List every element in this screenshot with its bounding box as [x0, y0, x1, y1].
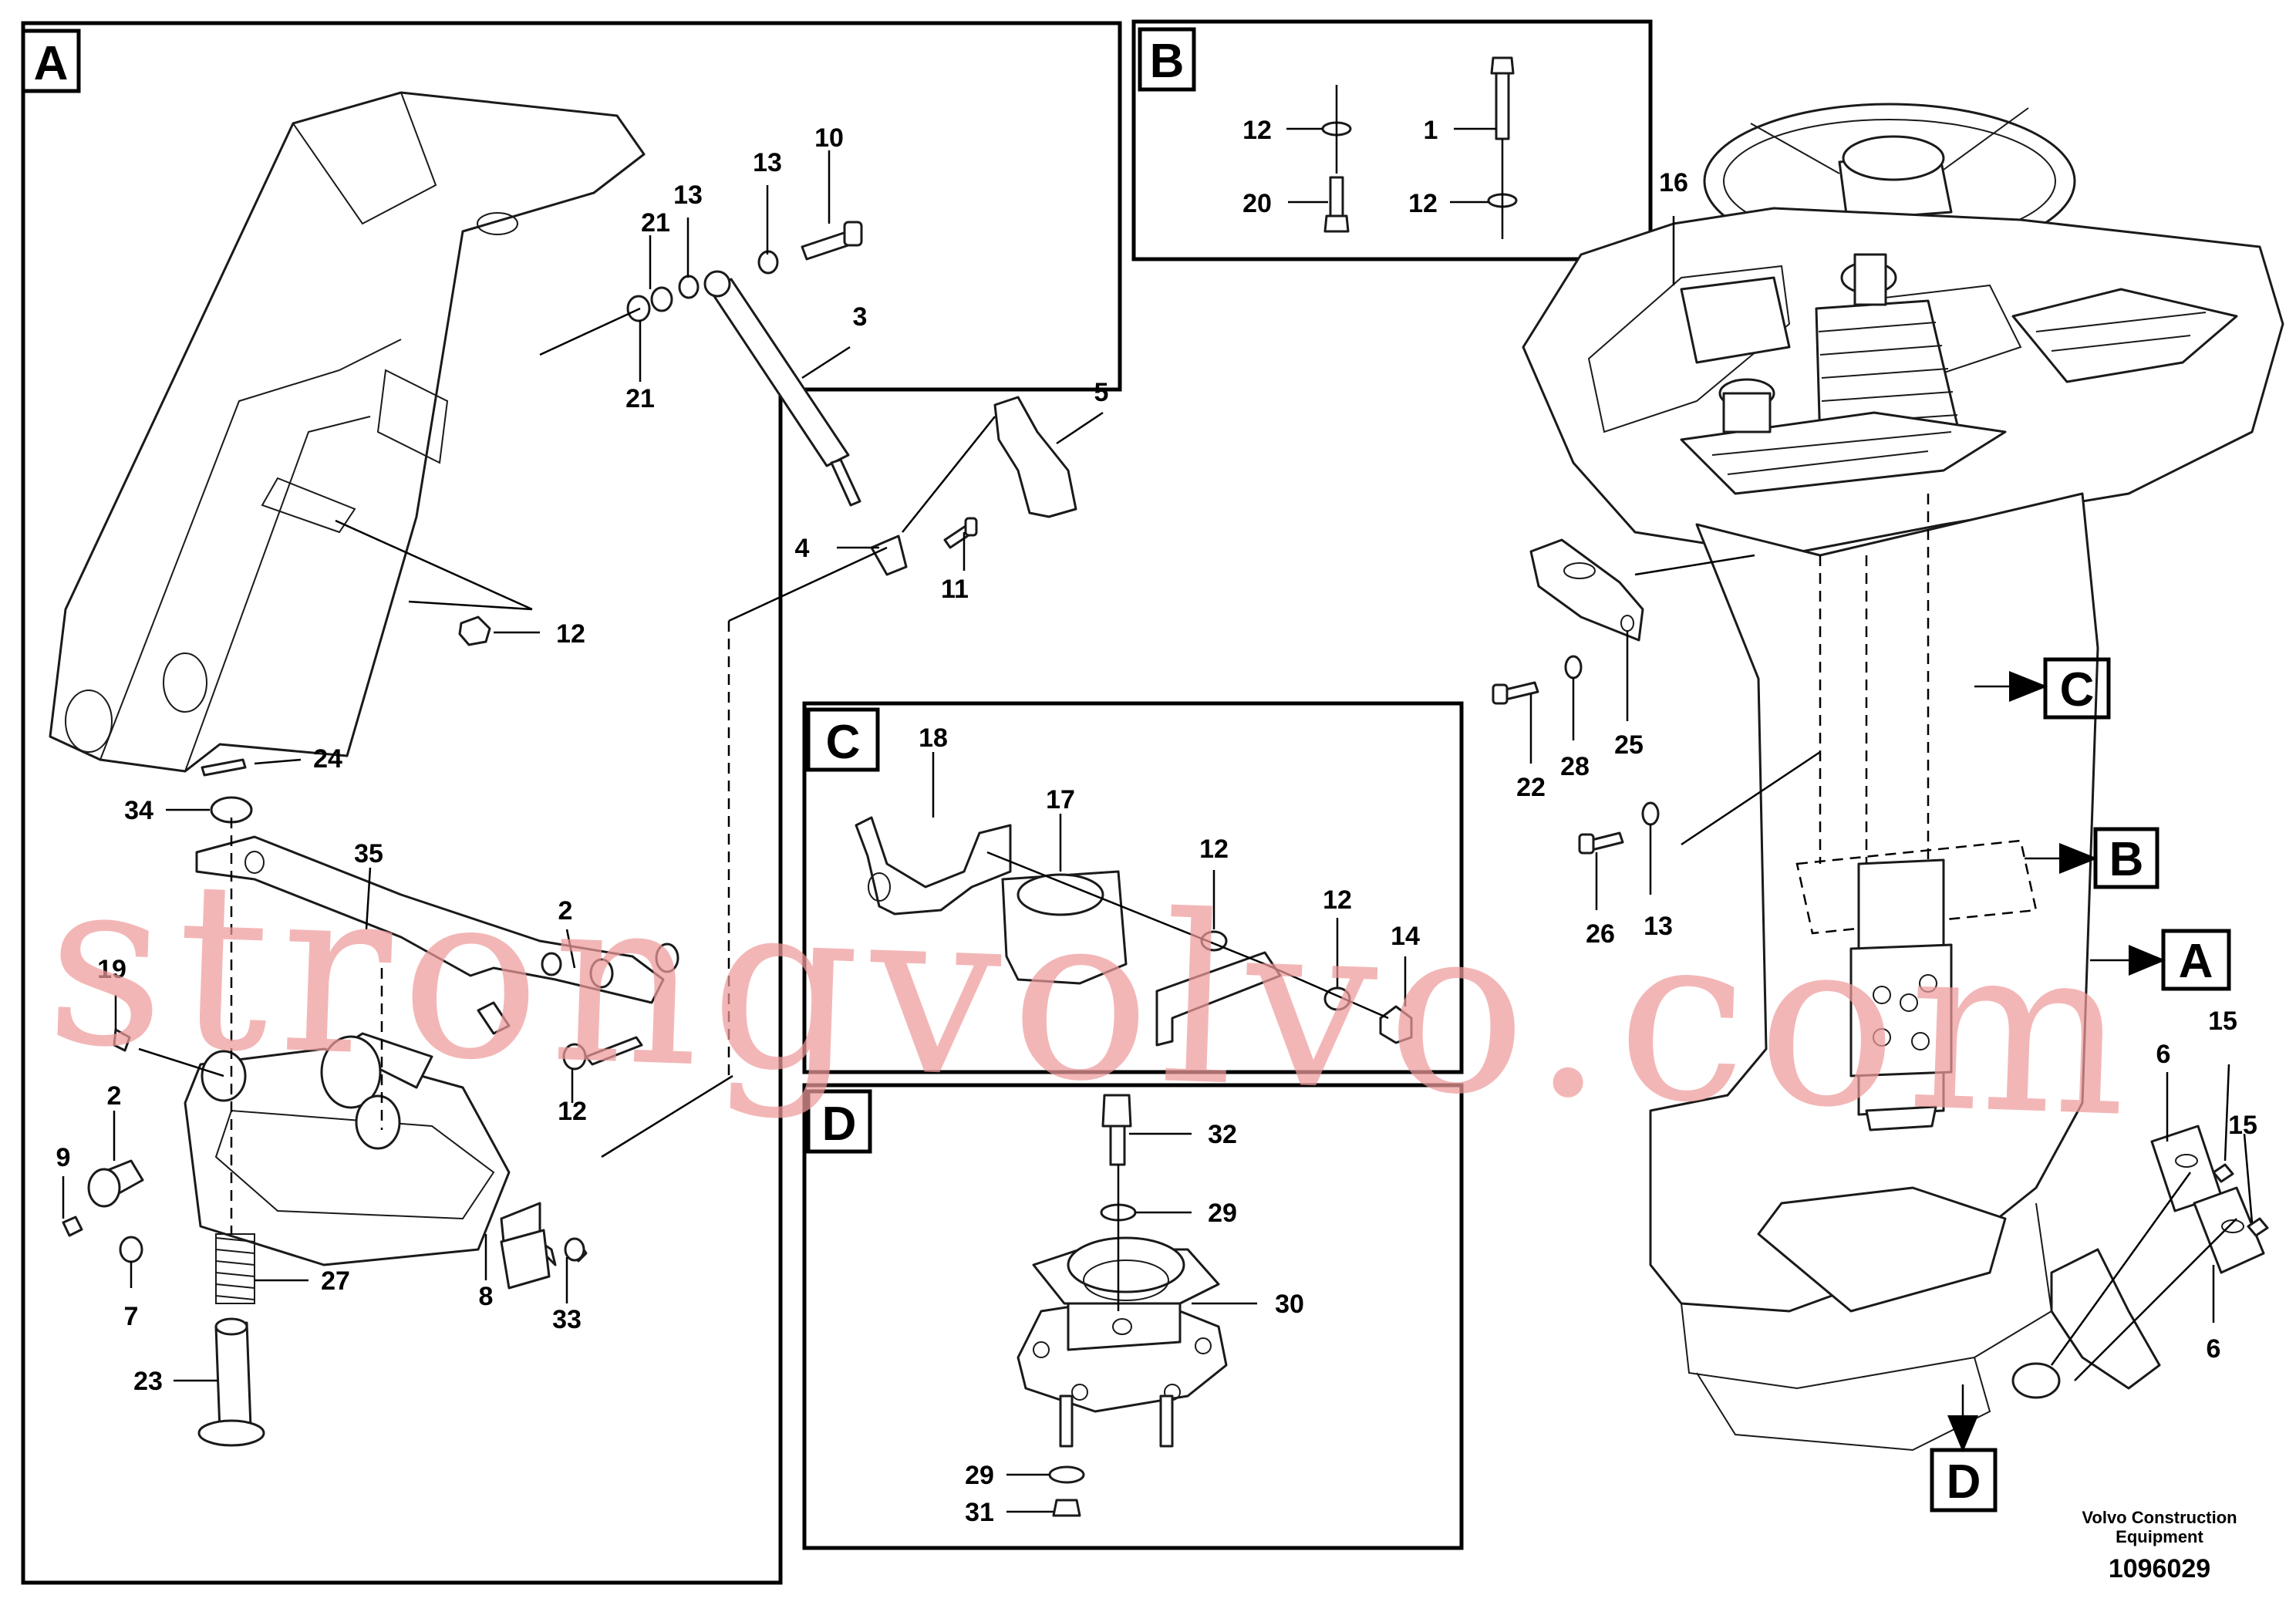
callout-d-30: 30: [1275, 1290, 1304, 1319]
callout-a-7: 7: [124, 1302, 139, 1331]
callout-c-12: 12: [1199, 835, 1229, 864]
callout-c-12b: 12: [1323, 885, 1352, 915]
callout-b-1: 1: [1424, 116, 1438, 145]
section-a-callouts: 10 13 13 21 21 3 5 4 11 12 24 34 35 2 19…: [56, 123, 1109, 1396]
clamp-18: [855, 816, 1012, 916]
callout-a-12: 12: [556, 619, 585, 649]
callout-a-19: 19: [97, 955, 126, 984]
section-a-leaders: [62, 150, 1104, 1382]
pointer-d-label: D: [1947, 1455, 1981, 1509]
steering-console: C B A D 16 22 28 25 26 13 6 15 15 6: [1492, 103, 2284, 1512]
callout-a-34: 34: [124, 796, 153, 825]
section-c-frame: [802, 701, 1464, 1074]
bracket-25: [1529, 538, 1644, 642]
section-d-label: D: [822, 1098, 857, 1151]
callout-main-25: 25: [1614, 730, 1644, 760]
callout-main-6: 6: [2156, 1040, 2171, 1069]
spring-27: [215, 1233, 255, 1304]
pedal-assembly: [184, 835, 679, 1266]
callout-main-26: 26: [1586, 919, 1615, 949]
callout-b-12: 12: [1242, 116, 1272, 145]
section-c: C 18 17 12 12 14: [802, 701, 1464, 1074]
pointer-a-label: A: [2179, 935, 2213, 988]
callout-b-12b: 12: [1408, 189, 1438, 218]
bolt-12-lower: [585, 1036, 643, 1066]
callout-a-8: 8: [479, 1282, 494, 1311]
callout-main-16: 16: [1659, 168, 1688, 197]
callout-a-23: 23: [133, 1367, 163, 1396]
pointer-d: D: [1930, 1384, 1998, 1512]
lever-5: [993, 396, 1077, 518]
callout-a-5: 5: [1094, 378, 1109, 407]
callout-main-6b: 6: [2207, 1334, 2221, 1364]
callout-c-18: 18: [919, 723, 948, 753]
section-b: B 12 1 20 12: [1131, 19, 1653, 261]
footer-drawing-number: 1096029: [2109, 1554, 2210, 1583]
callout-a-10: 10: [814, 123, 844, 153]
callout-d-31: 31: [965, 1498, 994, 1527]
pointer-c: C: [1974, 657, 2111, 720]
section-a-frame: [21, 21, 1122, 1585]
nut-12-upper: [458, 615, 491, 646]
bracket-6-lower: [2193, 1186, 2265, 1274]
section-d-frame: [802, 1083, 1464, 1550]
callout-main-15b: 15: [2228, 1111, 2257, 1140]
joystick-boot: [1815, 253, 1961, 445]
flange-hub-30: [1017, 1236, 1228, 1448]
section-c-label: C: [826, 716, 861, 769]
callout-c-17: 17: [1046, 785, 1075, 814]
callout-d-32: 32: [1208, 1120, 1237, 1149]
callout-a-4: 4: [795, 534, 810, 563]
footer-company-line1: Volvo Construction: [2082, 1508, 2237, 1527]
callout-a-9: 9: [56, 1143, 71, 1172]
callout-a-27: 27: [321, 1266, 350, 1296]
callout-a-21b: 21: [625, 384, 655, 413]
pointer-a: A: [2090, 929, 2231, 991]
callout-c-14: 14: [1391, 922, 1420, 951]
pin-23: [214, 1321, 252, 1432]
callout-main-28: 28: [1560, 752, 1590, 781]
callout-a-35: 35: [354, 839, 383, 868]
section-d-badge: [806, 1089, 872, 1154]
callout-a-11: 11: [941, 575, 969, 604]
clip-24: [201, 758, 247, 777]
section-a: A: [21, 21, 1122, 1585]
section-a-badge: [21, 29, 81, 93]
callout-main-22: 22: [1516, 773, 1546, 802]
callout-a-13: 13: [753, 148, 782, 177]
callout-d-29: 29: [1208, 1199, 1237, 1228]
gas-strut: [703, 270, 908, 576]
section-b-label: B: [1150, 35, 1185, 88]
steering-valve: [1849, 858, 1953, 1131]
callout-a-12b: 12: [558, 1097, 587, 1126]
section-c-badge: [806, 707, 880, 772]
callout-d-29b: 29: [965, 1461, 994, 1490]
plate-33: [500, 1229, 551, 1290]
section-d: D 32 29 30 29 31: [802, 1083, 1464, 1550]
pointer-b: B: [2025, 827, 2159, 889]
section-b-frame: [1131, 19, 1653, 261]
section-a-label: A: [34, 37, 69, 90]
callout-a-24: 24: [313, 744, 342, 774]
callout-main-13: 13: [1644, 912, 1673, 941]
pointer-b-label: B: [2109, 833, 2144, 886]
callout-a-13b: 13: [673, 180, 703, 210]
callout-main-15: 15: [2208, 1007, 2237, 1036]
section-b-badge: [1138, 27, 1196, 92]
callout-a-3: 3: [853, 302, 868, 332]
frame-arm: [49, 91, 646, 773]
callout-a-33: 33: [552, 1305, 582, 1334]
footer: Volvo Construction Equipment 1096029: [2082, 1508, 2237, 1583]
callout-b-20: 20: [1242, 189, 1272, 218]
bolt-32: [1101, 1094, 1132, 1128]
callout-a-2: 2: [558, 896, 573, 926]
pointer-c-label: C: [2060, 663, 2095, 717]
callout-a-2b: 2: [107, 1081, 122, 1111]
callout-a-21: 21: [641, 208, 670, 238]
footer-company-line2: Equipment: [2116, 1527, 2203, 1546]
